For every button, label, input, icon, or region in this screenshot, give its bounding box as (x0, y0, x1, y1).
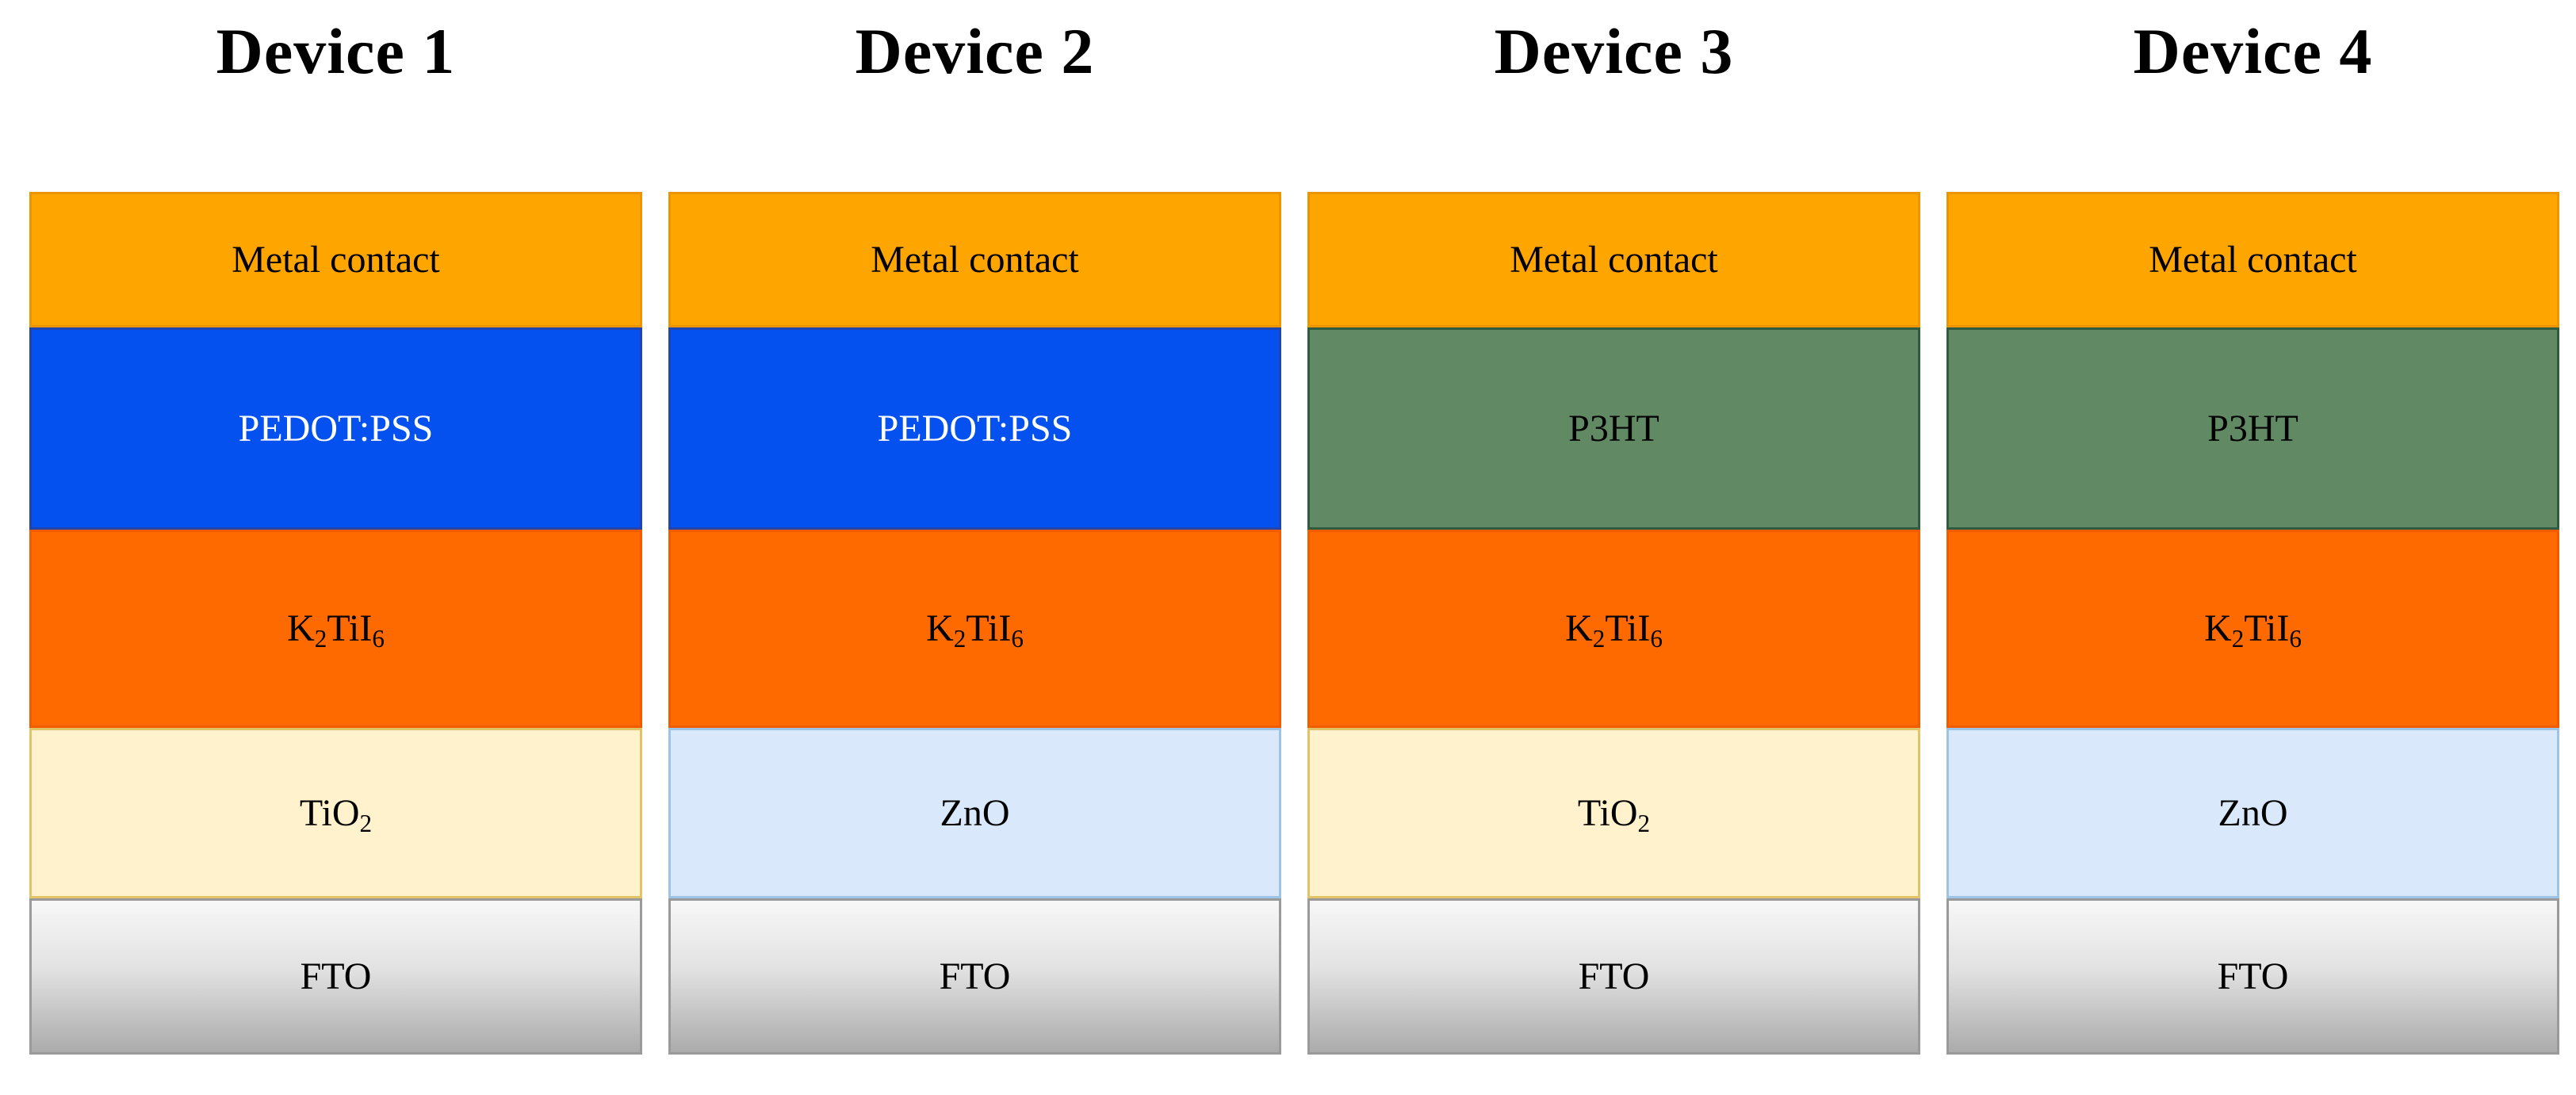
layer-label-fto: FTO (300, 955, 372, 997)
layer-label-p3ht: P3HT (2207, 407, 2298, 450)
layer-metal-contact: Metal contact (1946, 192, 2559, 327)
layer-label-tio2: TiO2 (299, 791, 373, 837)
layer-label-metal-contact: Metal contact (232, 238, 440, 281)
layer-p3ht: P3HT (1307, 327, 1920, 530)
layer-label-metal-contact: Metal contact (2149, 238, 2357, 281)
layer-zno: ZnO (668, 728, 1281, 898)
layer-metal-contact: Metal contact (668, 192, 1281, 327)
device-title: Device 1 (216, 15, 456, 87)
layer-label-k2tii6: K2TiI6 (2204, 607, 2302, 653)
layer-k2tii6: K2TiI6 (29, 530, 642, 728)
device-title: Device 3 (1494, 15, 1734, 87)
layer-metal-contact: Metal contact (29, 192, 642, 327)
layer-label-metal-contact: Metal contact (871, 238, 1079, 281)
layer-k2tii6: K2TiI6 (668, 530, 1281, 728)
layer-zno: ZnO (1946, 728, 2559, 898)
layer-label-pedot-pss: PEDOT:PSS (238, 407, 434, 450)
layer-label-p3ht: P3HT (1568, 407, 1659, 450)
layer-pedot-pss: PEDOT:PSS (29, 327, 642, 530)
layer-fto: FTO (668, 898, 1281, 1055)
layer-label-tio2: TiO2 (1577, 791, 1651, 837)
device-title: Device 2 (855, 15, 1095, 87)
layer-fto: FTO (1946, 898, 2559, 1055)
layer-k2tii6: K2TiI6 (1946, 530, 2559, 728)
layer-label-pedot-pss: PEDOT:PSS (877, 407, 1073, 450)
device-title: Device 4 (2133, 15, 2373, 87)
layer-fto: FTO (1307, 898, 1920, 1055)
layer-k2tii6: K2TiI6 (1307, 530, 1920, 728)
layer-pedot-pss: PEDOT:PSS (668, 327, 1281, 530)
layer-label-fto: FTO (939, 955, 1011, 997)
layer-tio2: TiO2 (1307, 728, 1920, 898)
layer-label-k2tii6: K2TiI6 (926, 607, 1024, 653)
layer-fto: FTO (29, 898, 642, 1055)
layer-label-zno: ZnO (940, 791, 1010, 834)
layer-label-metal-contact: Metal contact (1510, 238, 1718, 281)
layer-p3ht: P3HT (1946, 327, 2559, 530)
layer-label-zno: ZnO (2218, 791, 2288, 834)
layer-label-k2tii6: K2TiI6 (287, 607, 385, 653)
layer-metal-contact: Metal contact (1307, 192, 1920, 327)
layer-tio2: TiO2 (29, 728, 642, 898)
layer-label-fto: FTO (2217, 955, 2289, 997)
layer-label-fto: FTO (1578, 955, 1650, 997)
layer-label-k2tii6: K2TiI6 (1565, 607, 1663, 653)
